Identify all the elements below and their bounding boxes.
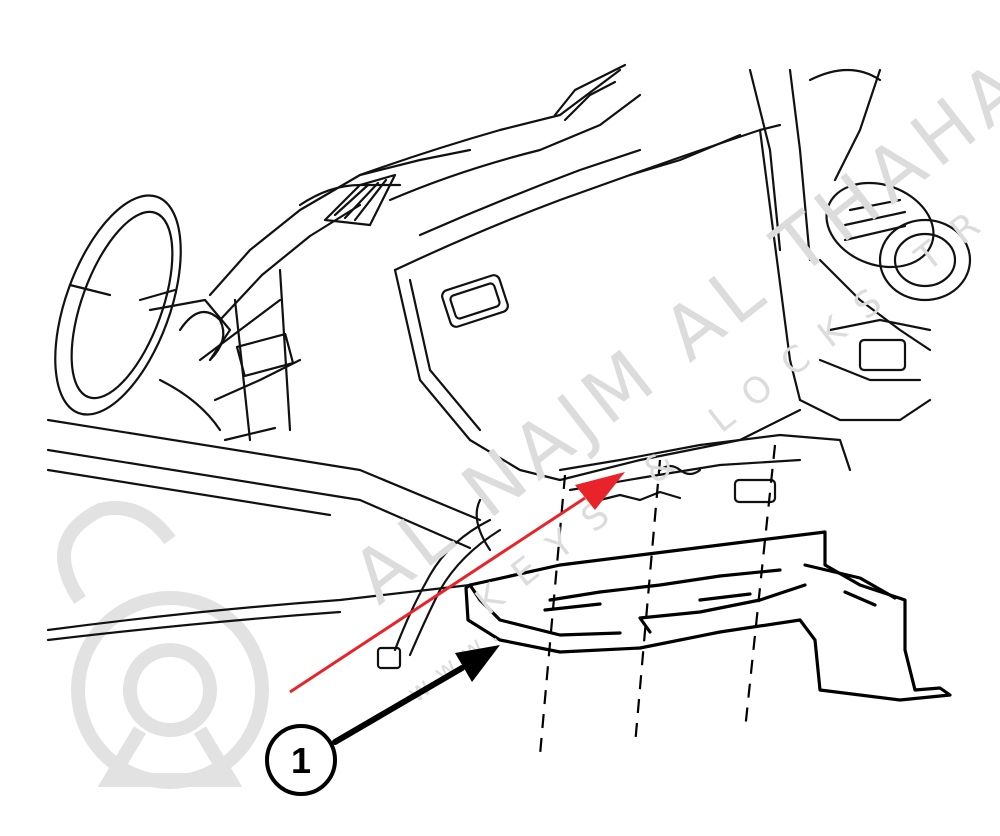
watermark-logo [57, 501, 269, 789]
callout-circle [265, 724, 337, 796]
callout-number: 1 [291, 740, 311, 781]
red-pointer-arrow [289, 472, 625, 694]
callout-1: 1 [265, 724, 337, 796]
dashboard-drawing [46, 63, 972, 670]
under-panel [464, 530, 952, 702]
watermark-main-text: AL NAJM AL THAHABI [337, 0, 1000, 621]
callout-leader-arrow [332, 645, 500, 745]
